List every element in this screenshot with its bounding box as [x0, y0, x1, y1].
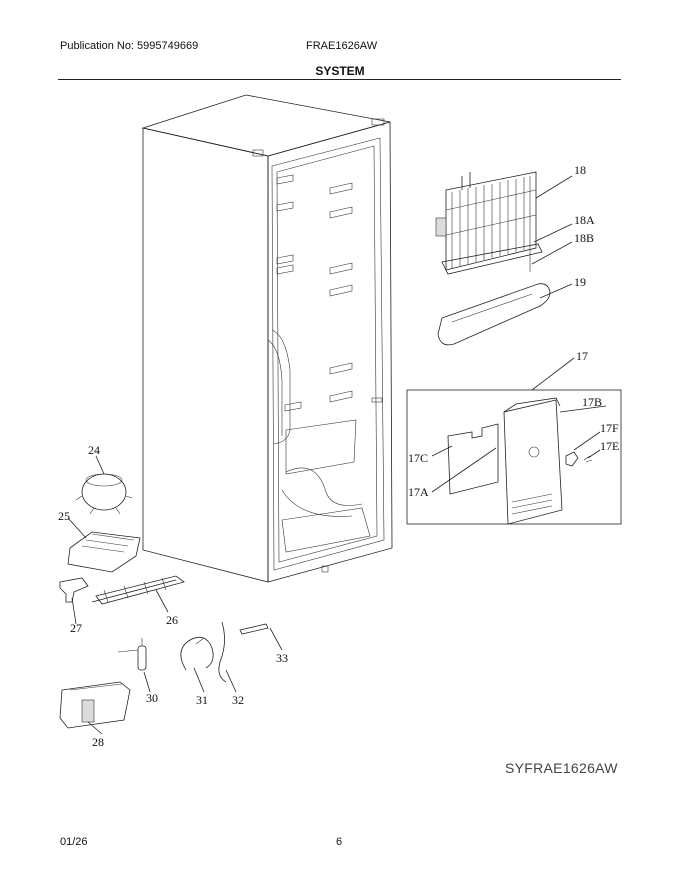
- drain-trough: [437, 283, 551, 346]
- callout-17E: 17E: [600, 439, 619, 453]
- callout-26: 26: [166, 613, 178, 627]
- callout-24: 24: [88, 443, 100, 457]
- suction-tube-loop: [180, 636, 214, 671]
- callout-33: 33: [276, 651, 288, 665]
- publication-number: Publication No: 5995749669: [60, 40, 199, 52]
- callout-18A: 18A: [574, 213, 595, 227]
- callout-17A: 17A: [408, 485, 429, 499]
- drain-pan: [59, 681, 131, 729]
- refrigerator-cabinet: [141, 94, 393, 583]
- callout-17B: 17B: [582, 395, 602, 409]
- callout-17F: 17F: [600, 421, 619, 435]
- compressor-tray: [67, 531, 141, 573]
- callout-19: 19: [574, 275, 586, 289]
- compressor: [75, 473, 133, 515]
- header-rule: [58, 79, 621, 80]
- evaporator-coil: [435, 171, 543, 275]
- diagram-code: SYFRAE1626AW: [505, 760, 618, 776]
- section-title: SYSTEM: [315, 64, 365, 78]
- callout-25: 25: [58, 509, 70, 523]
- callout-18B: 18B: [574, 231, 594, 245]
- base-bracket: [59, 575, 185, 605]
- footer-date: 01/26: [60, 836, 88, 848]
- heat-exchanger-tube: [239, 623, 269, 635]
- callout-31: 31: [196, 693, 208, 707]
- leader-lines: [67, 175, 607, 735]
- capillary-tube: [218, 621, 227, 683]
- callout-17: 17: [576, 349, 588, 363]
- callout-27: 27: [70, 621, 82, 635]
- fan-assembly-frame: [406, 389, 622, 525]
- callout-18: 18: [574, 163, 586, 177]
- page-number: 6: [336, 836, 343, 848]
- callout-17C: 17C: [408, 451, 428, 465]
- callout-30: 30: [146, 691, 158, 705]
- model-number: FRAE1626AW: [306, 40, 378, 52]
- callout-32: 32: [232, 693, 244, 707]
- drier: [117, 638, 147, 671]
- callout-28: 28: [92, 735, 104, 749]
